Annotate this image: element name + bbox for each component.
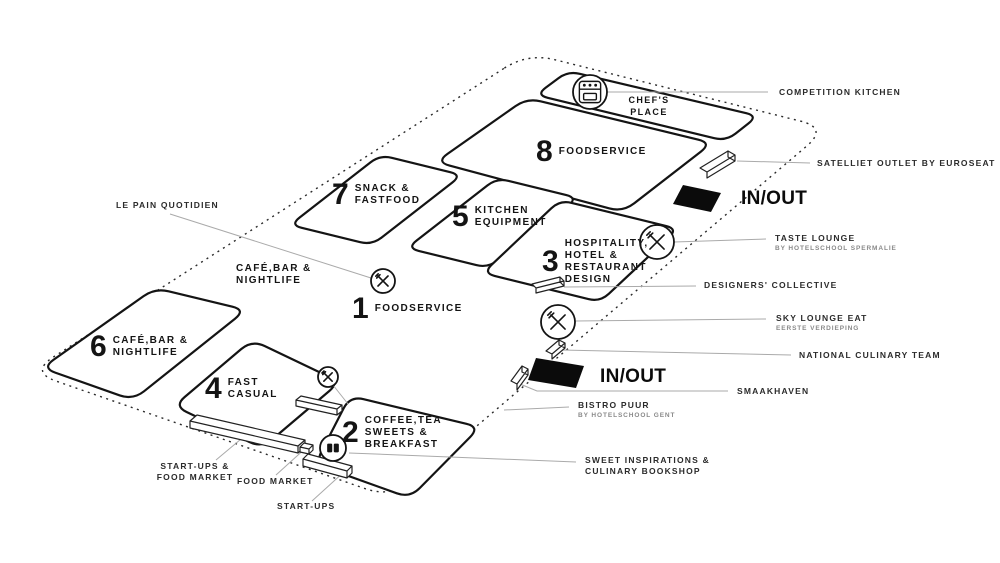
hall-7-region — [294, 155, 458, 245]
callout-taste-lounge: TASTE LOUNGE — [775, 233, 856, 243]
chefs-place-label: CHEF'S PLACE — [628, 95, 670, 117]
callout-competition-kitchen: COMPETITION KITCHEN — [779, 87, 901, 97]
hall-7-name: SNACK & FASTFOOD — [354, 183, 421, 206]
designers-collective-marker — [531, 276, 565, 294]
callout-sky-lounge-eat: SKY LOUNGE EAT — [776, 313, 868, 323]
hall-8-label: 8 FOODSERVICE — [536, 137, 647, 167]
leader-taste-lounge — [673, 238, 767, 243]
start-ups-stall — [302, 453, 353, 479]
hall-2-label: 2 COFFEE,TEA SWEETS & BREAKFAST — [342, 415, 442, 451]
callout-start-ups: START-UPS — [277, 501, 336, 511]
book-icon — [319, 434, 347, 462]
hall-2-number: 2 — [342, 416, 359, 449]
satelliet-outlet-marker — [699, 150, 736, 179]
hall-4-label: 4 FAST CASUAL — [205, 374, 278, 404]
entrance-wedge-top — [673, 185, 721, 212]
leader-hall2-restaurant — [332, 384, 349, 405]
hall-5-number: 5 — [452, 200, 469, 233]
callout-startups-food-market: START-UPS & FOOD MARKET — [156, 461, 234, 482]
callout-taste-lounge-sub: BY HOTELSCHOOL SPERMALIE — [775, 245, 897, 252]
callout-designers-collective: DESIGNERS' COLLECTIVE — [704, 280, 838, 290]
hall-2-name: COFFEE,TEA SWEETS & BREAKFAST — [364, 415, 443, 450]
hall-8-number: 8 — [536, 135, 553, 168]
entrance-label-bottom: IN/OUT — [600, 366, 667, 387]
callout-bistro-puur: BISTRO PUUR — [578, 400, 650, 410]
callout-sky-lounge-eat-sub: EERSTE VERDIEPING — [776, 325, 860, 332]
national-culinary-team-marker — [545, 339, 566, 360]
cafe-bar-nightlife-center-label: CAFÉ,BAR & NIGHTLIFE — [236, 263, 312, 286]
hall-1-name: FOODSERVICE — [374, 303, 463, 314]
hall-4-name: FAST CASUAL — [227, 377, 278, 400]
hall-6-number: 6 — [90, 330, 107, 363]
hall-3-name: HOSPITALITY, HOTEL & RESTAURANT DESIGN — [564, 238, 649, 285]
hall-6-region — [47, 289, 241, 399]
entrance-label-top: IN/OUT — [741, 188, 808, 209]
hall-3-number: 3 — [542, 245, 559, 278]
market-stall-small — [295, 395, 343, 416]
fork-knife-icon-taste-lounge — [639, 224, 675, 260]
fork-knife-icon-le-pain — [370, 268, 396, 294]
hall-1-number: 1 — [352, 292, 369, 325]
callout-bistro-puur-sub: BY HOTELSCHOOL GENT — [578, 412, 676, 419]
callout-sweet-inspirations: SWEET INSPIRATIONS & CULINARY BOOKSHOP — [585, 455, 710, 476]
leader-designers-collective — [563, 285, 697, 288]
hall-4-number: 4 — [205, 372, 222, 405]
hall-5-label: 5 KITCHEN EQUIPMENT — [452, 202, 547, 232]
food-market-marker — [299, 442, 314, 455]
callout-satelliet-outlet: SATELLIET OUTLET BY EUROSEAT — [817, 158, 996, 168]
leader-bistro-puur — [503, 406, 570, 411]
hall-7-label: 7 SNACK & FASTFOOD — [332, 180, 420, 210]
leader-sky-lounge-eat — [574, 318, 767, 322]
callout-food-market: FOOD MARKET — [237, 476, 314, 486]
fork-knife-icon-hall2 — [317, 366, 339, 388]
leader-smaakhaven — [519, 383, 728, 392]
callout-national-culinary-team: NATIONAL CULINARY TEAM — [799, 350, 941, 360]
hall-6-name: CAFÉ,BAR & NIGHTLIFE — [112, 335, 189, 358]
hall-3-label: 3 HOSPITALITY, HOTEL & RESTAURANT DESIGN — [542, 238, 649, 286]
hall-5-name: KITCHEN EQUIPMENT — [474, 205, 547, 228]
leader-national-culinary-team — [560, 349, 792, 356]
leader-le-pain-quotidien — [169, 213, 372, 279]
leader-sweet-inspirations — [348, 452, 577, 463]
oven-icon — [572, 74, 608, 110]
entrance-wedge-bottom — [528, 358, 584, 388]
hall-3-region — [486, 201, 675, 301]
callout-smaakhaven: SMAAKHAVEN — [737, 386, 810, 396]
callout-le-pain-quotidien: LE PAIN QUOTIDIEN — [116, 200, 219, 210]
hall-8-name: FOODSERVICE — [558, 146, 647, 157]
hall-6-label: 6 CAFÉ,BAR & NIGHTLIFE — [90, 332, 188, 362]
smaakhaven-marker — [510, 365, 529, 391]
leader-satelliet-outlet — [736, 160, 811, 164]
hall-8-region — [441, 99, 707, 211]
fork-knife-icon-sky-lounge — [540, 304, 576, 340]
hall-1-label: 1 FOODSERVICE — [352, 294, 463, 324]
hall-7-number: 7 — [332, 178, 349, 211]
